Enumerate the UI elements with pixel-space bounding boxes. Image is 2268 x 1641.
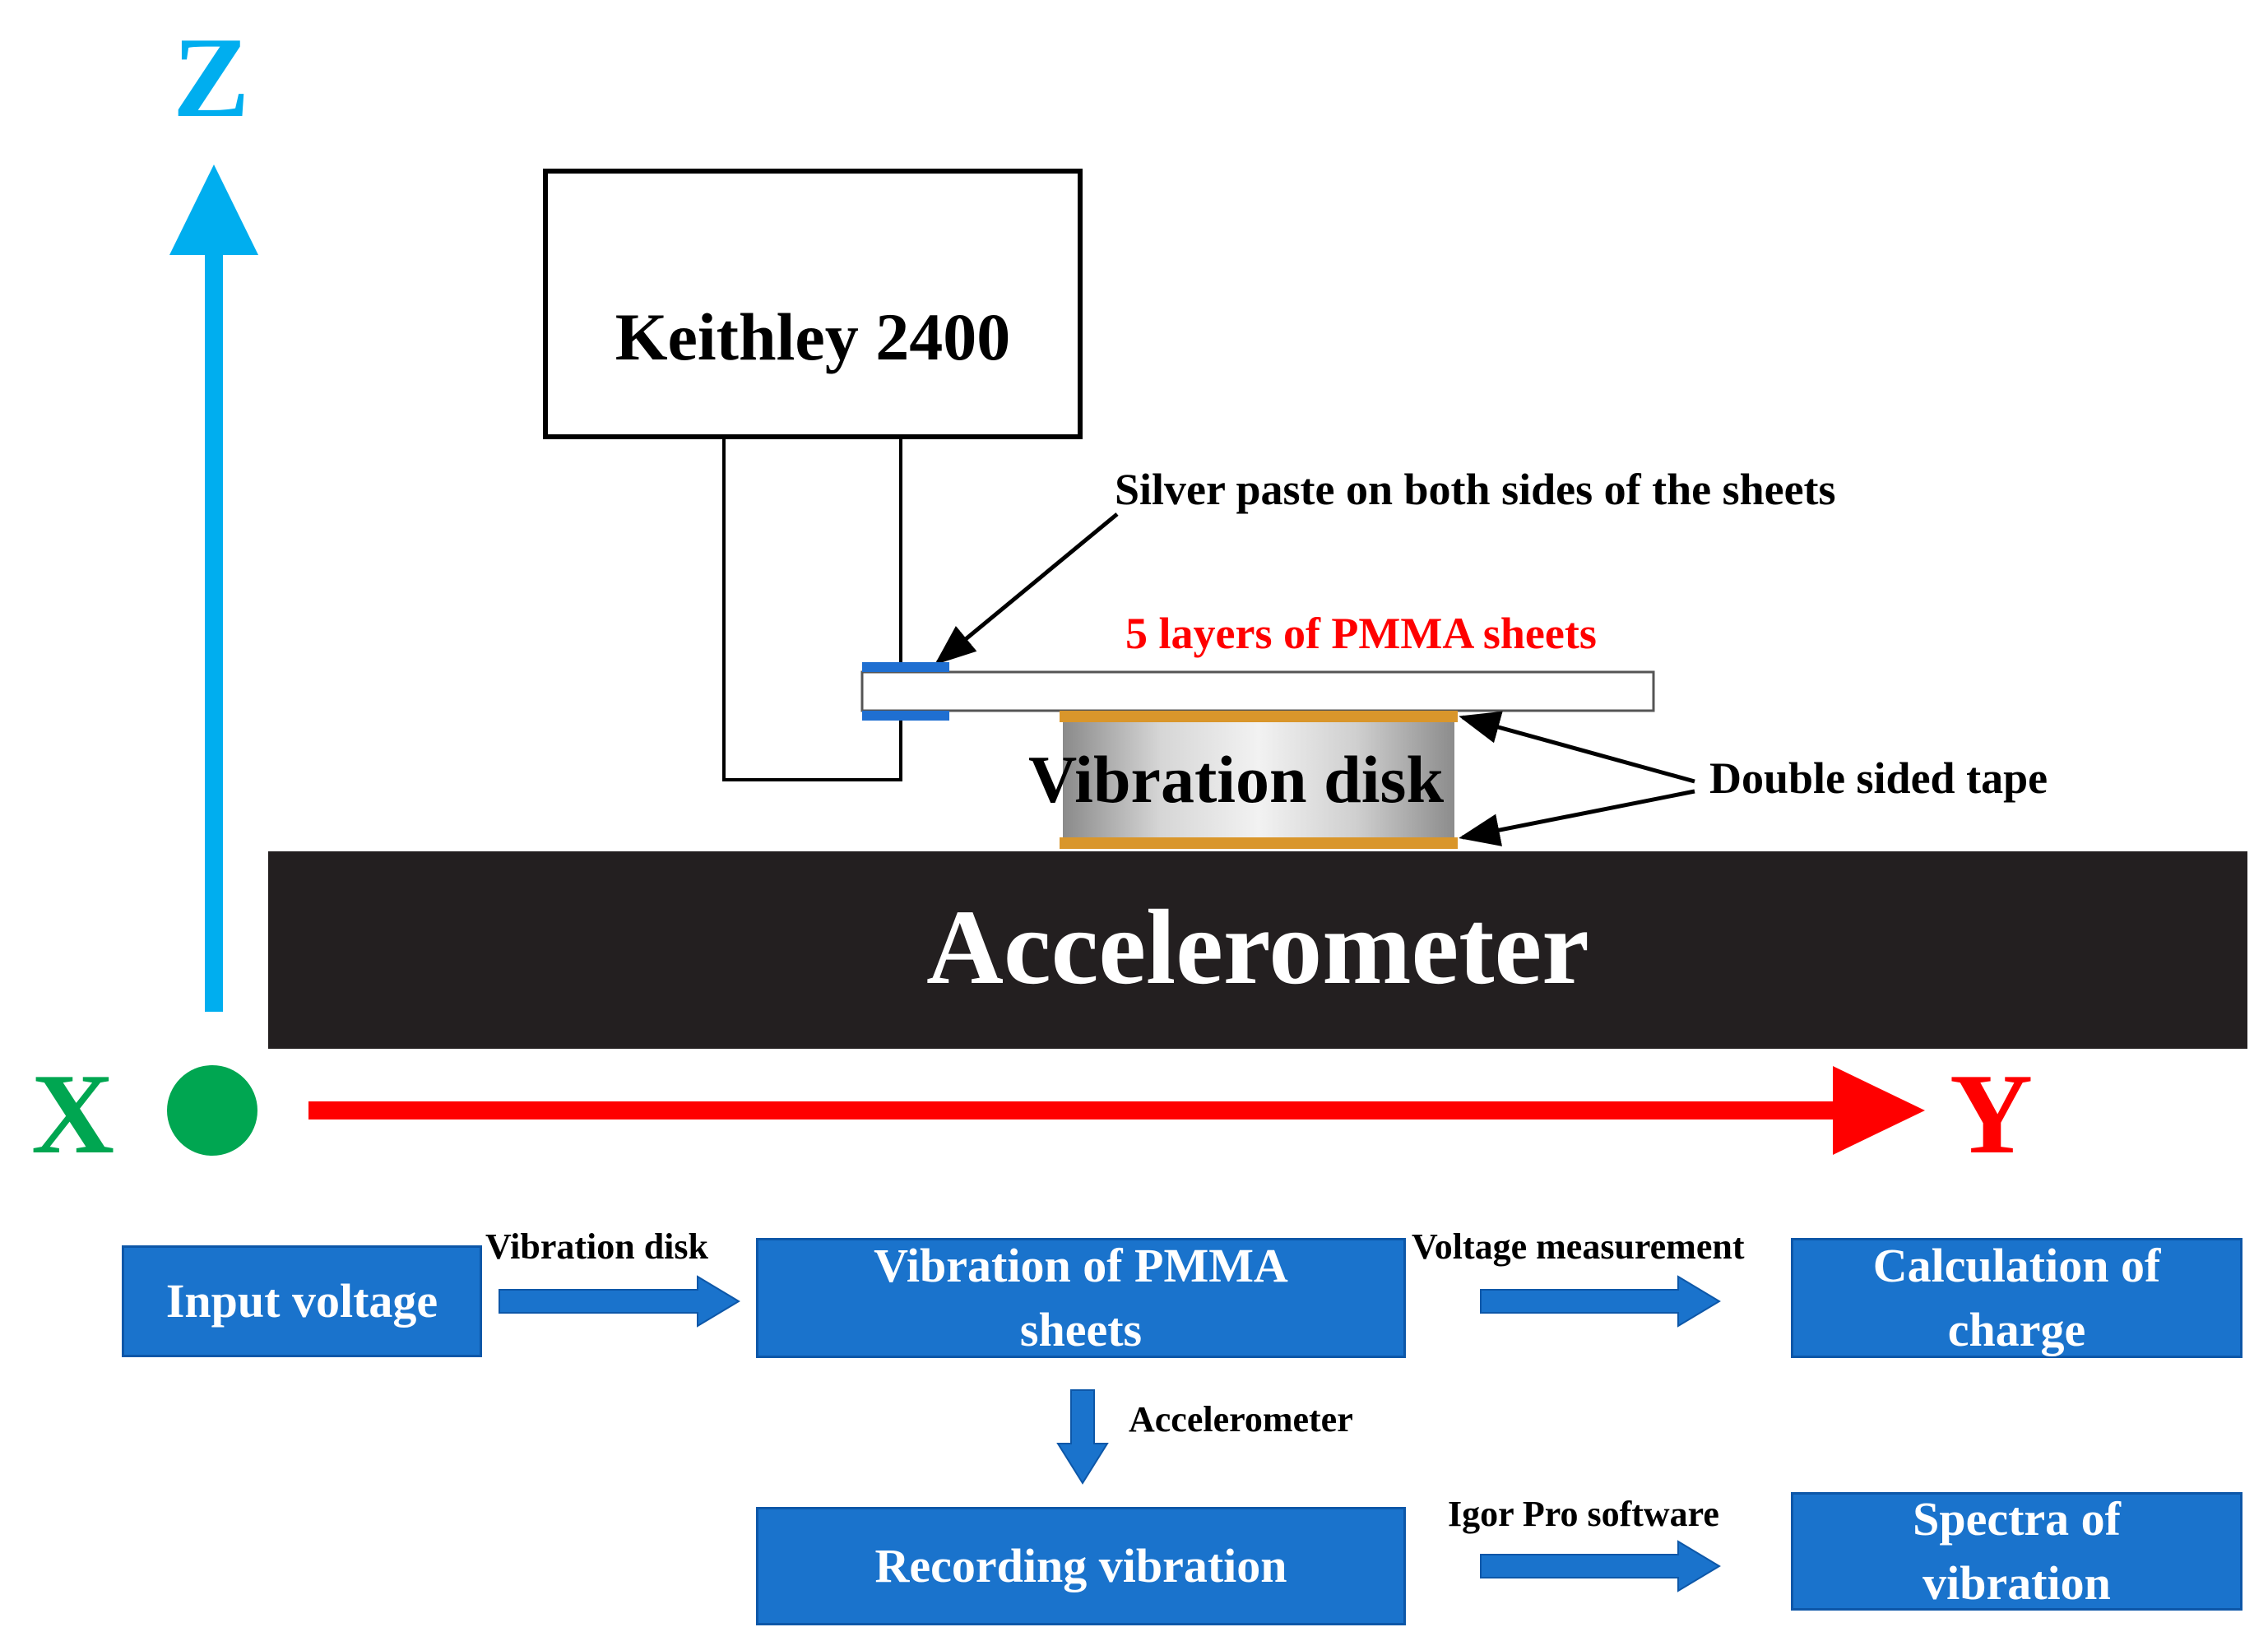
keithley-box [543, 169, 1083, 439]
double-sided-tape-label: Double sided tape [1709, 753, 2048, 803]
electrode-top [862, 662, 949, 672]
spectra-vibration-box: Spectra of vibration [1791, 1492, 2242, 1611]
flow-arrow-1 [499, 1275, 740, 1328]
arrow-label-vibration-disk: Vibration disk [485, 1226, 709, 1267]
accelerometer-bar [268, 851, 2247, 1049]
y-axis-label: Y [1950, 1050, 2034, 1178]
keithley-lead-outer [722, 437, 902, 781]
flow-arrow-4 [1480, 1540, 1721, 1592]
vibration-pmma-box: Vibration of PMMA sheets [756, 1238, 1406, 1358]
pmma-sheets [860, 670, 1655, 712]
arrow-label-voltage-measurement: Voltage measurement [1412, 1226, 1745, 1267]
arrow-label-accelerometer: Accelerometer [1129, 1399, 1353, 1439]
pmma-label: 5 layers of PMMA sheets [1125, 609, 1597, 658]
flow-arrow-3 [1056, 1389, 1109, 1485]
z-axis-label: Z [173, 14, 250, 141]
tape-arrow-bottom [1459, 789, 1695, 846]
tape-bottom [1060, 837, 1458, 849]
tape-arrow-top [1459, 711, 1695, 784]
silver-paste-label: Silver paste on both sides of the sheets [1115, 465, 1836, 514]
vibration-disk-body [1063, 719, 1454, 841]
flow-arrow-2 [1480, 1275, 1721, 1328]
z-axis-arrow [169, 165, 258, 1012]
silver-paste-arrow [935, 512, 1119, 665]
x-axis-label: X [31, 1050, 115, 1178]
x-axis-dot [167, 1065, 257, 1156]
keithley-label: Keithley 2400 [615, 299, 1011, 374]
calculation-charge-box: Calculation of charge [1791, 1238, 2242, 1358]
recording-vibration-box: Recording vibration [756, 1507, 1406, 1625]
input-voltage-box: Input voltage [122, 1245, 482, 1357]
vibration-disk-label: Vibration disk [1028, 742, 1445, 817]
tape-top [1060, 711, 1458, 722]
arrow-label-igor-pro: Igor Pro software [1448, 1494, 1719, 1534]
y-axis-arrow [308, 1066, 1925, 1155]
accelerometer-label: Accelerometer [926, 888, 1589, 1007]
electrode-bottom [862, 711, 949, 721]
